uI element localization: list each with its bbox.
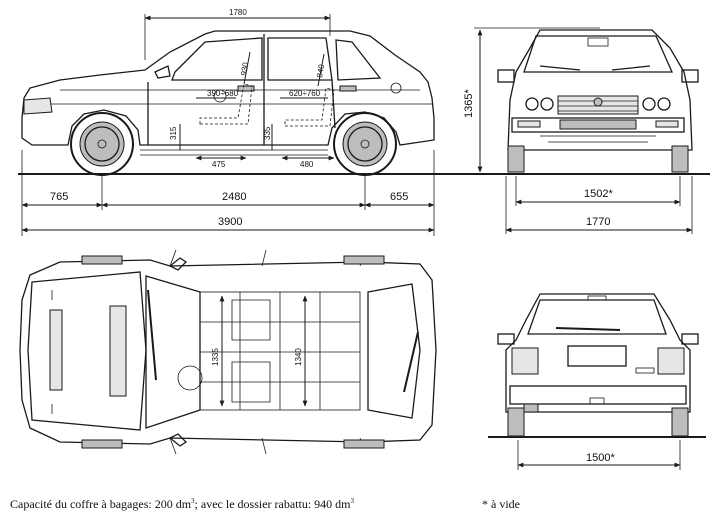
rear-window-top	[367, 283, 421, 419]
wheelbase-label: 2480	[222, 191, 246, 203]
front-seat-height-label: 315	[169, 126, 178, 140]
rear-wheel	[333, 112, 397, 176]
headlight-left-inner	[540, 97, 554, 111]
front-legroom-label: 390÷680	[207, 89, 239, 98]
rear-seat-height-label: 335	[263, 126, 272, 140]
front-right-tire	[671, 145, 689, 173]
footnote-unladen: * à vide	[482, 497, 520, 511]
rear-body-outline	[505, 293, 691, 413]
tail-light-right	[657, 347, 685, 375]
side-mirror	[154, 65, 171, 79]
headlight-right-outer	[657, 97, 671, 111]
top-view: 1335 1340	[19, 249, 437, 455]
rear-seat-depth-label: 480	[300, 160, 314, 169]
hood	[27, 271, 147, 431]
rear-left-tire	[507, 407, 525, 437]
fog-light-left	[517, 120, 541, 128]
seat-grid	[200, 292, 360, 410]
steering-wheel	[213, 89, 227, 103]
tail-light-left	[511, 347, 539, 375]
front-left-tire	[507, 145, 525, 173]
third-brake-light	[587, 295, 607, 301]
rear-headroom-label: 840	[315, 63, 326, 78]
license-plate-front	[559, 119, 637, 130]
overall-length-label: 3900	[218, 216, 242, 228]
rear-right-mirror	[681, 333, 699, 345]
front-door-handle	[237, 85, 255, 92]
overall-height-label: 1365*	[463, 89, 475, 118]
steering-wheel-top	[177, 365, 203, 391]
rear-wiper	[555, 327, 621, 331]
headlight-left-outer	[525, 97, 539, 111]
hood-vent-right	[109, 305, 127, 397]
side-body-outline	[21, 30, 435, 146]
mirror-top-left	[168, 257, 188, 271]
right-mirror	[681, 69, 699, 83]
license-plate-rear	[567, 345, 627, 367]
left-mirror	[497, 69, 515, 83]
rear-track-label: 1500*	[586, 452, 615, 464]
top-front-wheel-left	[81, 255, 123, 265]
front-seat	[199, 83, 253, 125]
windshield	[523, 35, 674, 73]
front-wheel	[70, 112, 134, 176]
rear-bumper	[509, 385, 687, 405]
rear-legroom-label: 620÷760	[289, 89, 321, 98]
front-headroom-label: 930	[239, 61, 250, 76]
fog-light-right	[655, 120, 679, 128]
rear-right-tire	[671, 407, 689, 437]
rear-view-mirror	[587, 37, 609, 47]
rear-badge	[635, 367, 655, 374]
front-view: 1365* 1502* 1770	[463, 27, 699, 234]
rear-door-handle	[339, 85, 357, 92]
rear-wiper-top	[403, 331, 419, 393]
hood-vent-left	[49, 309, 63, 391]
top-front-wheel-right	[81, 439, 123, 449]
front-seats-top	[231, 299, 271, 403]
mirror-top-right	[168, 433, 188, 447]
rear-windscreen	[527, 299, 667, 335]
front-badge	[593, 97, 603, 107]
front-seat-depth-label: 475	[212, 160, 226, 169]
rear-view: 1500*	[488, 293, 706, 470]
rear-overhang-label: 655	[390, 191, 408, 203]
headlight-right-inner	[642, 97, 656, 111]
top-rear-wheel-right	[343, 439, 385, 449]
front-interior-width-label: 1335	[211, 348, 220, 366]
overall-width-label: 1770	[586, 216, 610, 228]
cargo-capacity-caption: Capacité du coffre à bagages: 200 dm3; a…	[10, 497, 354, 511]
front-overhang-label: 765	[50, 191, 68, 203]
rear-left-mirror	[497, 333, 515, 345]
front-bumper	[511, 117, 685, 133]
front-body-outline	[507, 29, 693, 151]
front-window	[171, 37, 263, 81]
roof-length-label: 1780	[229, 8, 247, 17]
top-rear-wheel-left	[343, 255, 385, 265]
front-light	[23, 97, 53, 115]
rear-seat	[284, 87, 335, 127]
wipers	[539, 65, 651, 71]
wiper-top	[147, 289, 157, 381]
rear-interior-width-label: 1340	[294, 348, 303, 366]
rear-quarter-window	[335, 39, 382, 81]
exhaust	[523, 403, 539, 413]
side-view: 390÷680 620÷760 315 335 475 480 930 840 …	[18, 8, 710, 236]
fuel-cap	[390, 82, 402, 94]
front-track-label: 1502*	[584, 188, 613, 200]
